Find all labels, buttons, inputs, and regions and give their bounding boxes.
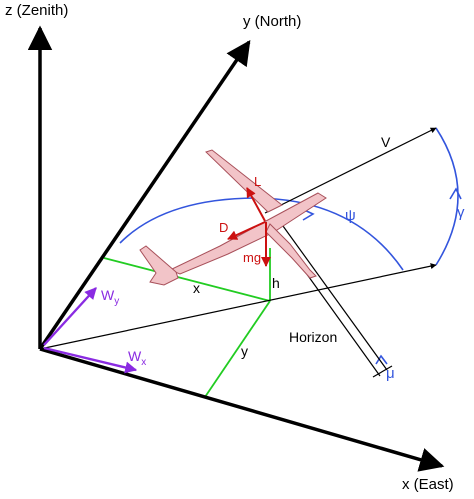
y-axis	[38, 39, 251, 350]
aircraft	[139, 149, 327, 286]
wind-vectors	[43, 287, 138, 374]
y-projection-line	[204, 300, 271, 398]
aircraft-left-wing	[265, 223, 317, 279]
heading-angle-label: ψ	[345, 207, 356, 224]
height-label: h	[272, 275, 280, 291]
projection-lines	[103, 248, 271, 398]
reference-lines	[39, 127, 437, 378]
bank-arc-arrow	[375, 354, 388, 365]
wind-y-vector	[43, 287, 97, 346]
drag-label: D	[219, 220, 228, 235]
velocity-line	[264, 127, 437, 214]
velocity-label: V	[381, 134, 391, 150]
y-axis-label: y (North)	[243, 13, 301, 30]
wind-x-label-sub: x	[141, 357, 146, 368]
z-axis-label: z (Zenith)	[5, 2, 68, 19]
x-axis-label: x (East)	[402, 476, 454, 493]
flight-path-angle-label: γ	[457, 204, 465, 221]
x-projection-line	[103, 257, 271, 302]
flight-path-arc	[435, 127, 459, 266]
wind-y-label-base: W	[101, 287, 115, 303]
horizon-end-cap	[372, 365, 393, 378]
coordinate-axes	[27, 25, 445, 472]
force-vectors	[227, 187, 271, 267]
wind-x-label: Wx	[128, 348, 146, 368]
aircraft-right-wing	[205, 149, 283, 213]
wind-y-label: Wy	[101, 287, 119, 307]
aircraft-tail	[139, 245, 179, 286]
flight-path-arc-arrow	[449, 187, 462, 200]
lift-vector	[246, 187, 266, 222]
wind-x-label-base: W	[128, 348, 142, 364]
x-distance-label: x	[193, 280, 200, 296]
drag-vector	[227, 221, 266, 240]
weight-label: mg	[243, 250, 261, 265]
bank-angle-label: μ	[386, 365, 395, 382]
horizon-line-b	[282, 225, 388, 371]
lift-label: L	[254, 174, 261, 189]
x-axis	[39, 347, 445, 472]
ground-projection-line	[39, 263, 437, 350]
y-distance-label: y	[241, 343, 248, 359]
wind-x-vector	[43, 346, 138, 374]
wind-y-label-sub: y	[114, 296, 119, 307]
horizon-label: Horizon	[289, 329, 337, 345]
